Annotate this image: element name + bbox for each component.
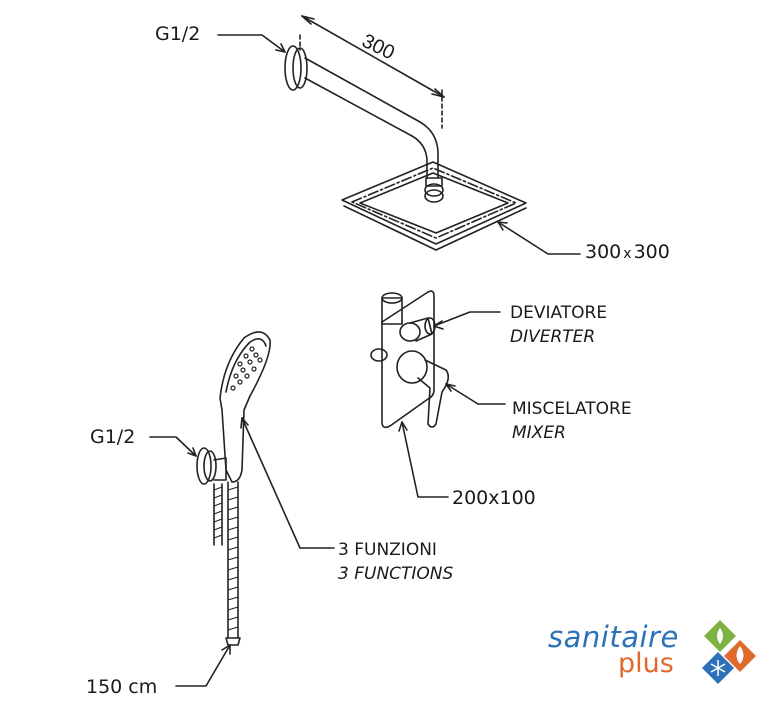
shower-arm <box>284 45 444 203</box>
leader-top-inlet <box>217 34 286 53</box>
head-size-a: 300 <box>585 241 622 263</box>
hose-length-label: 150 cm <box>86 676 158 698</box>
leader-functions <box>241 417 335 549</box>
shower-head <box>341 161 527 251</box>
leader-hand-inlet <box>149 436 197 457</box>
leader-hose-length <box>175 644 231 687</box>
leader-diverter <box>433 311 501 327</box>
head-size-x: x <box>623 246 632 262</box>
diverter-label-it: DEVIATORE <box>510 303 608 323</box>
leader-mixer <box>445 383 506 405</box>
mixer-plate <box>370 290 450 429</box>
hand-inlet-label: G1/2 <box>90 426 136 448</box>
arm-dimension <box>299 15 445 129</box>
leader-head-size <box>497 221 581 255</box>
functions-label-it: 3 FUNZIONI <box>338 540 437 560</box>
hose <box>213 481 241 646</box>
top-inlet-label: G1/2 <box>155 23 201 45</box>
brand-name-line2: plus <box>618 648 674 679</box>
head-size-b: 300 <box>633 241 670 263</box>
mixer-label-en: MIXER <box>512 423 566 443</box>
brand-name-line1: sanitaire <box>548 620 679 654</box>
mixer-label-it: MISCELATORE <box>512 399 632 419</box>
functions-label-en: 3 FUNCTIONS <box>338 564 454 584</box>
brand-icon <box>702 620 756 684</box>
leader-plate-size <box>401 421 449 498</box>
hand-shower <box>196 331 271 485</box>
plate-size-label: 200x100 <box>452 487 536 509</box>
diverter-label-en: DIVERTER <box>510 327 596 347</box>
